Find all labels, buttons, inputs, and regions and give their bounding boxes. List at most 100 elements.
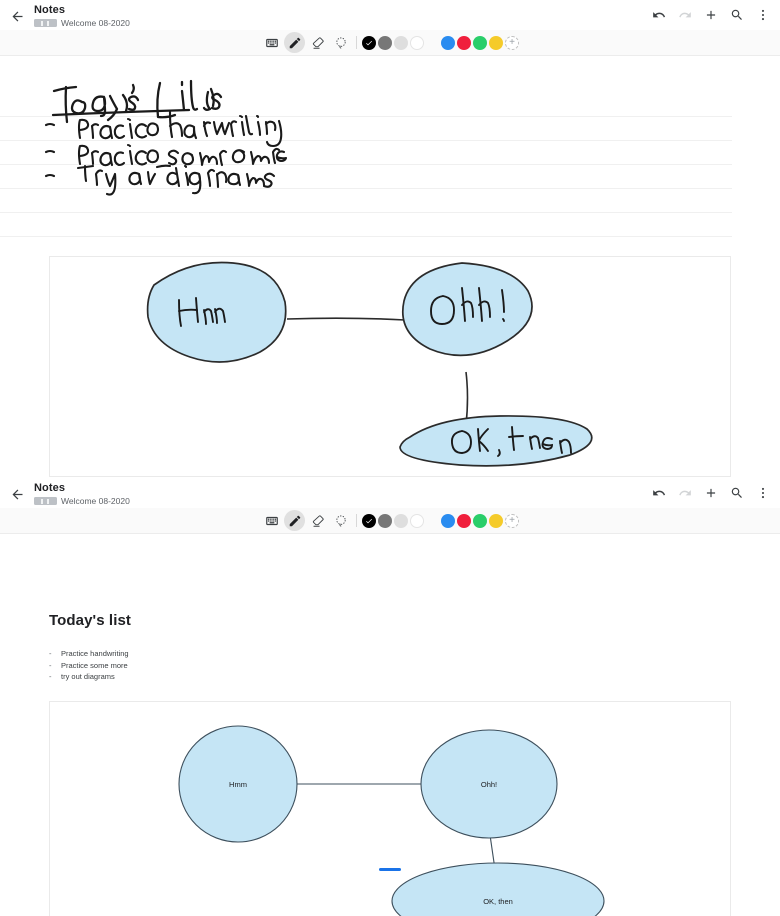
redo-button-bottom[interactable] [672, 480, 698, 506]
node-okthen [399, 415, 593, 467]
drawing-toolbar-bottom: + [0, 508, 780, 534]
add-button[interactable] [698, 2, 724, 28]
redo-icon [679, 490, 691, 496]
diagram-canvas-top[interactable] [49, 256, 731, 477]
color-blue-bottom[interactable] [441, 513, 455, 528]
check-icon [366, 40, 372, 45]
clean-diagram: Hmm Ohh! OK, then [178, 725, 605, 916]
app-title-bottom: Notes [34, 482, 66, 494]
plus-icon [706, 10, 716, 20]
ink-heading [51, 79, 223, 124]
diagram-canvas-bottom[interactable]: Hmm Ohh! OK, then [49, 701, 731, 916]
color-swatches-bottom: + [362, 513, 519, 528]
more-button-bottom[interactable] [750, 480, 776, 506]
color-yellow-bottom[interactable] [489, 513, 503, 528]
bullet-dash: - [49, 649, 52, 658]
app-bar-bottom: Notes Welcome 08-2020 [0, 478, 780, 508]
color-yellow[interactable] [489, 35, 503, 50]
color-black-bottom[interactable] [362, 513, 376, 528]
undo-button[interactable] [646, 2, 672, 28]
title-block: Notes Welcome 08-2020 [34, 4, 130, 28]
color-white[interactable] [410, 35, 424, 50]
back-arrow-icon [12, 11, 22, 21]
app-bar-actions-bottom [646, 478, 776, 508]
toolbar-divider [356, 36, 357, 49]
color-white-bottom[interactable] [410, 513, 424, 528]
undo-icon [653, 12, 666, 18]
home-indicator-bar[interactable] [379, 868, 401, 871]
lasso-tool[interactable] [330, 32, 351, 53]
title-block-bottom: Notes Welcome 08-2020 [34, 482, 130, 506]
color-light-gray-bottom[interactable] [394, 513, 408, 528]
color-black[interactable] [362, 35, 376, 50]
eraser-icon [312, 36, 324, 49]
bullet-dash: - [49, 672, 52, 681]
node-label: Hmm [229, 780, 247, 789]
color-red[interactable] [457, 35, 471, 50]
handdrawn-diagram [146, 261, 593, 467]
list-item-label: try out diagrams [61, 672, 115, 681]
back-button-bottom[interactable] [0, 479, 34, 509]
toolbar-divider-bottom [356, 514, 357, 527]
color-dark-gray-bottom[interactable] [378, 513, 392, 528]
list-item-label: Practice handwriting [61, 649, 129, 658]
tool-group-bottom [261, 510, 351, 531]
more-button[interactable] [750, 2, 776, 28]
list-item: - Practice some more [49, 660, 129, 672]
lasso-icon [335, 36, 346, 49]
subtitle-row-bottom: Welcome 08-2020 [34, 496, 130, 506]
edge-ohh-okthen [465, 371, 469, 426]
keyboard-pill-badge-icon [34, 19, 57, 27]
redo-button[interactable] [672, 2, 698, 28]
bullet-dash: - [49, 660, 52, 670]
keyboard-icon [265, 38, 278, 47]
search-button-bottom[interactable] [724, 480, 750, 506]
node-ohh [402, 262, 533, 357]
node-label: Ohh! [481, 780, 497, 789]
eraser-tool[interactable] [307, 32, 328, 53]
undo-icon [653, 490, 666, 496]
eraser-tool-bottom[interactable] [307, 510, 328, 531]
lasso-icon [335, 514, 346, 527]
add-color-button-bottom[interactable]: + [505, 513, 519, 528]
note-canvas-top[interactable] [0, 56, 780, 477]
keyboard-pill-badge-icon [34, 497, 57, 505]
list-item-label: Practice some more [61, 660, 128, 670]
eraser-icon [312, 514, 324, 527]
search-icon [731, 9, 742, 20]
color-light-gray[interactable] [394, 35, 408, 50]
keyboard-tool-bottom[interactable] [261, 510, 282, 531]
color-red-bottom[interactable] [457, 513, 471, 528]
handwriting-ink-layer [0, 56, 780, 477]
note-subtitle: Welcome 08-2020 [61, 18, 130, 28]
color-green-bottom[interactable] [473, 513, 487, 528]
plus-icon [706, 488, 716, 498]
node-ohh: Ohh! [420, 729, 558, 839]
node-okthen: OK, then [391, 862, 605, 916]
todo-list: - Practice handwriting - Practice some m… [49, 648, 129, 683]
lasso-tool-bottom[interactable] [330, 510, 351, 531]
note-canvas-bottom[interactable]: Today's list - Practice handwriting - Pr… [0, 534, 780, 916]
undo-button-bottom[interactable] [646, 480, 672, 506]
color-green[interactable] [473, 35, 487, 50]
page-title: Today's list [49, 612, 132, 629]
back-button[interactable] [0, 1, 34, 31]
keyboard-tool[interactable] [261, 32, 282, 53]
back-arrow-icon [12, 489, 22, 499]
subtitle-row: Welcome 08-2020 [34, 18, 130, 28]
pen-tool-bottom[interactable] [284, 510, 305, 531]
color-blue[interactable] [441, 35, 455, 50]
ink-list [44, 110, 288, 196]
color-swatches: + [362, 35, 519, 50]
pen-icon [289, 515, 300, 526]
list-item: - Practice handwriting [49, 648, 129, 660]
list-item: - try out diagrams [49, 671, 129, 683]
redo-icon [679, 12, 691, 18]
add-button-bottom[interactable] [698, 480, 724, 506]
add-color-button[interactable]: + [505, 35, 519, 50]
check-icon [366, 518, 372, 523]
search-button[interactable] [724, 2, 750, 28]
keyboard-icon [265, 516, 278, 525]
pen-tool[interactable] [284, 32, 305, 53]
color-dark-gray[interactable] [378, 35, 392, 50]
